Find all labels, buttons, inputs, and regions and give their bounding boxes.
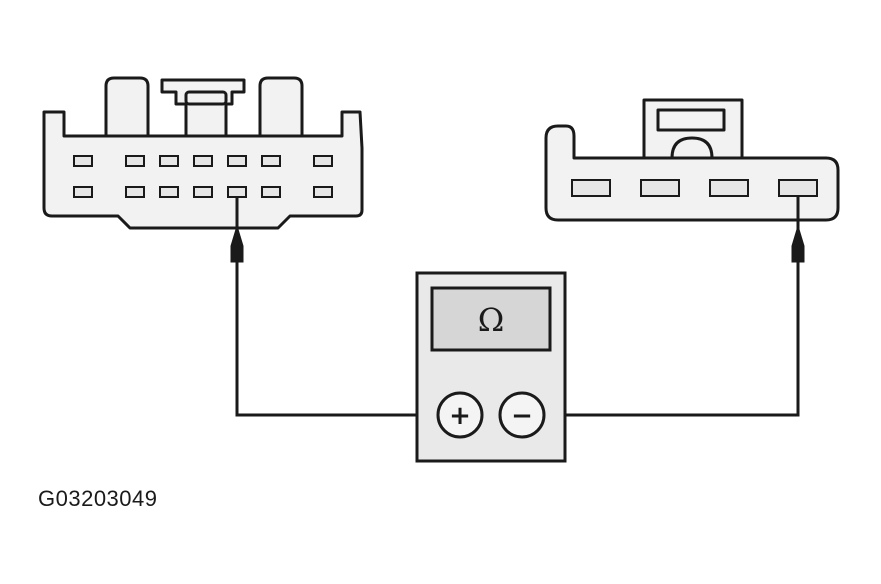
- left-pin-top-5: [227, 155, 247, 167]
- negative-jack-label: −: [511, 401, 533, 431]
- right-connector: [544, 98, 840, 222]
- left-connector-latch-window: [184, 90, 228, 106]
- positive-jack: [436, 391, 484, 439]
- right-pin-1: [571, 179, 611, 197]
- right-pin-3: [709, 179, 749, 197]
- left-connector-left-tower: [104, 76, 150, 138]
- left-pin-bottom-3: [159, 186, 179, 198]
- left-pin-bottom-5: [227, 186, 247, 198]
- left-connector-housing: [42, 110, 364, 230]
- left-connector-right-tower: [258, 76, 304, 138]
- right-pin-2: [640, 179, 680, 197]
- left-connector: [42, 76, 364, 230]
- left-pin-top-4: [193, 155, 213, 167]
- positive-jack-label: +: [449, 401, 471, 431]
- left-pin-bottom-7: [313, 186, 333, 198]
- left-probe-head: [230, 224, 244, 263]
- left-pin-bottom-4: [193, 186, 213, 198]
- ohmmeter: Ω + −: [415, 271, 567, 463]
- ohmmeter-display: [430, 286, 552, 352]
- figure-id-label: G03203049: [38, 486, 158, 511]
- left-pin-top-1: [73, 155, 93, 167]
- right-connector-housing: [544, 124, 840, 222]
- right-pin-4: [778, 179, 818, 197]
- left-pin-top-2: [125, 155, 145, 167]
- left-pin-top-7: [313, 155, 333, 167]
- right-connector-latch-arc: [670, 136, 714, 159]
- left-pin-bottom-6: [261, 186, 281, 198]
- left-pin-top-3: [159, 155, 179, 167]
- positive-test-lead: [235, 262, 437, 417]
- right-connector-latch-window: [656, 108, 726, 132]
- negative-jack: [498, 391, 546, 439]
- ohm-symbol: Ω: [478, 301, 505, 339]
- left-connector-latch: [160, 78, 246, 138]
- negative-test-lead: [545, 262, 800, 417]
- left-pin-bottom-2: [125, 186, 145, 198]
- left-pin-bottom-1: [73, 186, 93, 198]
- left-pin-top-6: [261, 155, 281, 167]
- right-probe-head: [791, 224, 805, 263]
